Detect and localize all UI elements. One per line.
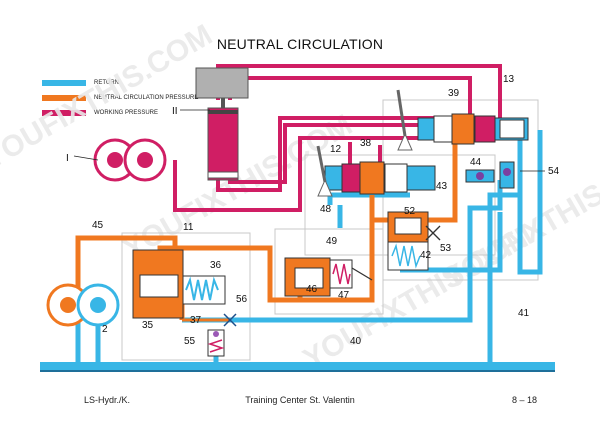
compensator-spool	[294, 267, 324, 289]
legend-label-working: WORKING PRESSURE	[94, 110, 159, 116]
label-40: 40	[350, 336, 362, 347]
legend-swatch-return	[42, 80, 86, 86]
cylinder-load-block	[195, 67, 249, 99]
priority-valve-11	[132, 249, 226, 319]
throttle-53-line-b	[425, 225, 441, 241]
compensator-46-47	[284, 257, 373, 297]
legend-swatch-neutral	[42, 95, 86, 101]
legend-label-neutral: NEUTRAL CIRCULATION PRESSURE	[94, 95, 199, 101]
label-43: 43	[436, 181, 448, 192]
cylinder-body	[207, 107, 239, 181]
working-pump-line	[173, 136, 430, 212]
cylinder-rod	[221, 98, 225, 110]
check-valve-54-ball-icon	[503, 168, 511, 176]
label-54: 54	[548, 166, 560, 177]
working-cyl-bottom	[216, 116, 440, 192]
working-cyl-top-2	[228, 76, 472, 120]
priority-valve-spool	[139, 274, 179, 298]
label-56: 56	[236, 294, 248, 305]
lower-valve-land-2	[359, 161, 385, 195]
throttle-56-line-b	[223, 313, 237, 327]
component-labels: I II 2 11 12 13 35 36 37 38 39 40 41 42 …	[66, 74, 560, 347]
relief-spring-icon	[207, 339, 225, 353]
label-11: 11	[183, 222, 194, 233]
check-valves-44-54	[465, 161, 515, 189]
pump-i-hub-right	[137, 152, 153, 168]
upper-valve-land-1	[433, 115, 455, 143]
pump-i-hub-left	[107, 152, 123, 168]
tank-bar	[40, 362, 555, 370]
label-46: 46	[306, 284, 318, 295]
label-38: 38	[360, 138, 372, 149]
label-45: 45	[92, 220, 104, 231]
lower-valve-land-3	[384, 163, 408, 193]
label-55: 55	[184, 336, 196, 347]
leader-lines	[73, 109, 545, 172]
priority-spring-icon	[185, 276, 219, 301]
legend-neutral: NEUTRAL CIRCULATION PRESSURE	[42, 93, 198, 103]
label-47: 47	[338, 290, 350, 301]
legend-swatch-working	[42, 110, 86, 116]
upper-valve-lever-rod	[396, 89, 407, 137]
label-39: 39	[448, 88, 460, 99]
upper-valve-land-3	[474, 115, 496, 143]
throttle-56	[223, 313, 237, 327]
label-13: 13	[503, 74, 515, 85]
upper-valve-land-2	[451, 113, 475, 145]
label-36: 36	[210, 260, 222, 271]
relief-valve-body	[207, 329, 225, 357]
control-valve-lower	[316, 145, 436, 197]
valve-52-53	[387, 211, 441, 271]
compensator-spring-icon	[332, 263, 351, 285]
label-52: 52	[404, 206, 416, 217]
leader-i	[73, 155, 99, 161]
label-53: 53	[440, 243, 452, 254]
relief-valve-55	[207, 329, 225, 357]
pump-2-hub-left	[60, 297, 76, 313]
footer-center: Training Center St. Valentin	[245, 395, 355, 405]
cylinder-base	[207, 171, 239, 179]
upper-valve-lever-icon	[397, 132, 413, 151]
legend-return: RETURN	[42, 78, 119, 88]
label-37: 37	[190, 315, 202, 326]
legend-working: WORKING PRESSURE	[42, 108, 158, 118]
outline-priority-valve	[121, 232, 251, 361]
control-valve-upper	[396, 89, 529, 151]
pump-i	[93, 138, 167, 182]
label-roman-i: I	[66, 153, 69, 164]
label-roman-ii: II	[172, 106, 178, 117]
diagram-title: NEUTRAL CIRCULATION	[216, 36, 384, 52]
cylinder-piston	[208, 110, 238, 114]
compensator-adjust-arrow-icon	[351, 267, 373, 281]
pump-2	[46, 283, 120, 327]
valve-52-spool	[394, 217, 422, 235]
lower-valve-lever-rod	[316, 145, 327, 183]
return-lower	[400, 212, 503, 273]
check-valve-44-ball-icon	[476, 172, 484, 180]
label-42: 42	[420, 250, 432, 261]
footer-right: 8 – 18	[512, 395, 538, 405]
label-35: 35	[142, 320, 154, 331]
legend-label-return: RETURN	[94, 80, 119, 86]
label-41: 41	[518, 308, 530, 319]
return-right-loop	[517, 130, 543, 275]
footer-left: LS-Hydr./K.	[84, 395, 131, 405]
relief-ball-icon	[213, 331, 219, 337]
upper-valve-land-4	[499, 119, 525, 139]
lower-valve-lever-icon	[317, 178, 333, 197]
label-12: 12	[330, 144, 342, 155]
valve-52-spring-icon	[391, 243, 421, 269]
label-48: 48	[320, 204, 332, 215]
tank-base	[40, 370, 555, 372]
pump-2-hub-right	[90, 297, 106, 313]
label-44: 44	[470, 157, 482, 168]
label-49: 49	[326, 236, 338, 247]
label-2: 2	[102, 324, 108, 335]
